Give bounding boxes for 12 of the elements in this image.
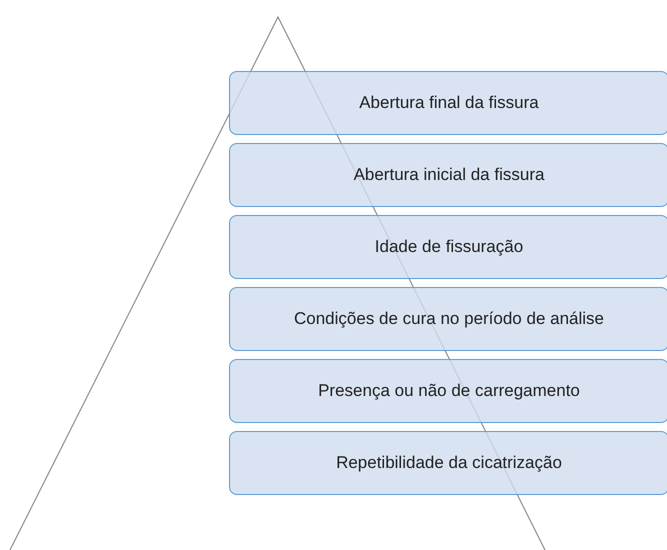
- level-box: [229, 431, 667, 495]
- level-text: Idade de fissuração: [374, 237, 524, 257]
- level-box: [229, 143, 667, 207]
- level-box: [229, 215, 667, 279]
- level-box: [229, 287, 667, 351]
- level-text: Presença ou não de carregamento: [318, 381, 580, 401]
- level-text: Condições de cura no período de análise: [294, 309, 604, 329]
- level-box: [229, 359, 667, 423]
- level-text: Abertura inicial da fissura: [354, 165, 544, 185]
- level-text: Repetibilidade da cicatrização: [336, 453, 562, 473]
- level-box: [229, 71, 667, 135]
- level-text: Abertura final da fissura: [359, 93, 539, 113]
